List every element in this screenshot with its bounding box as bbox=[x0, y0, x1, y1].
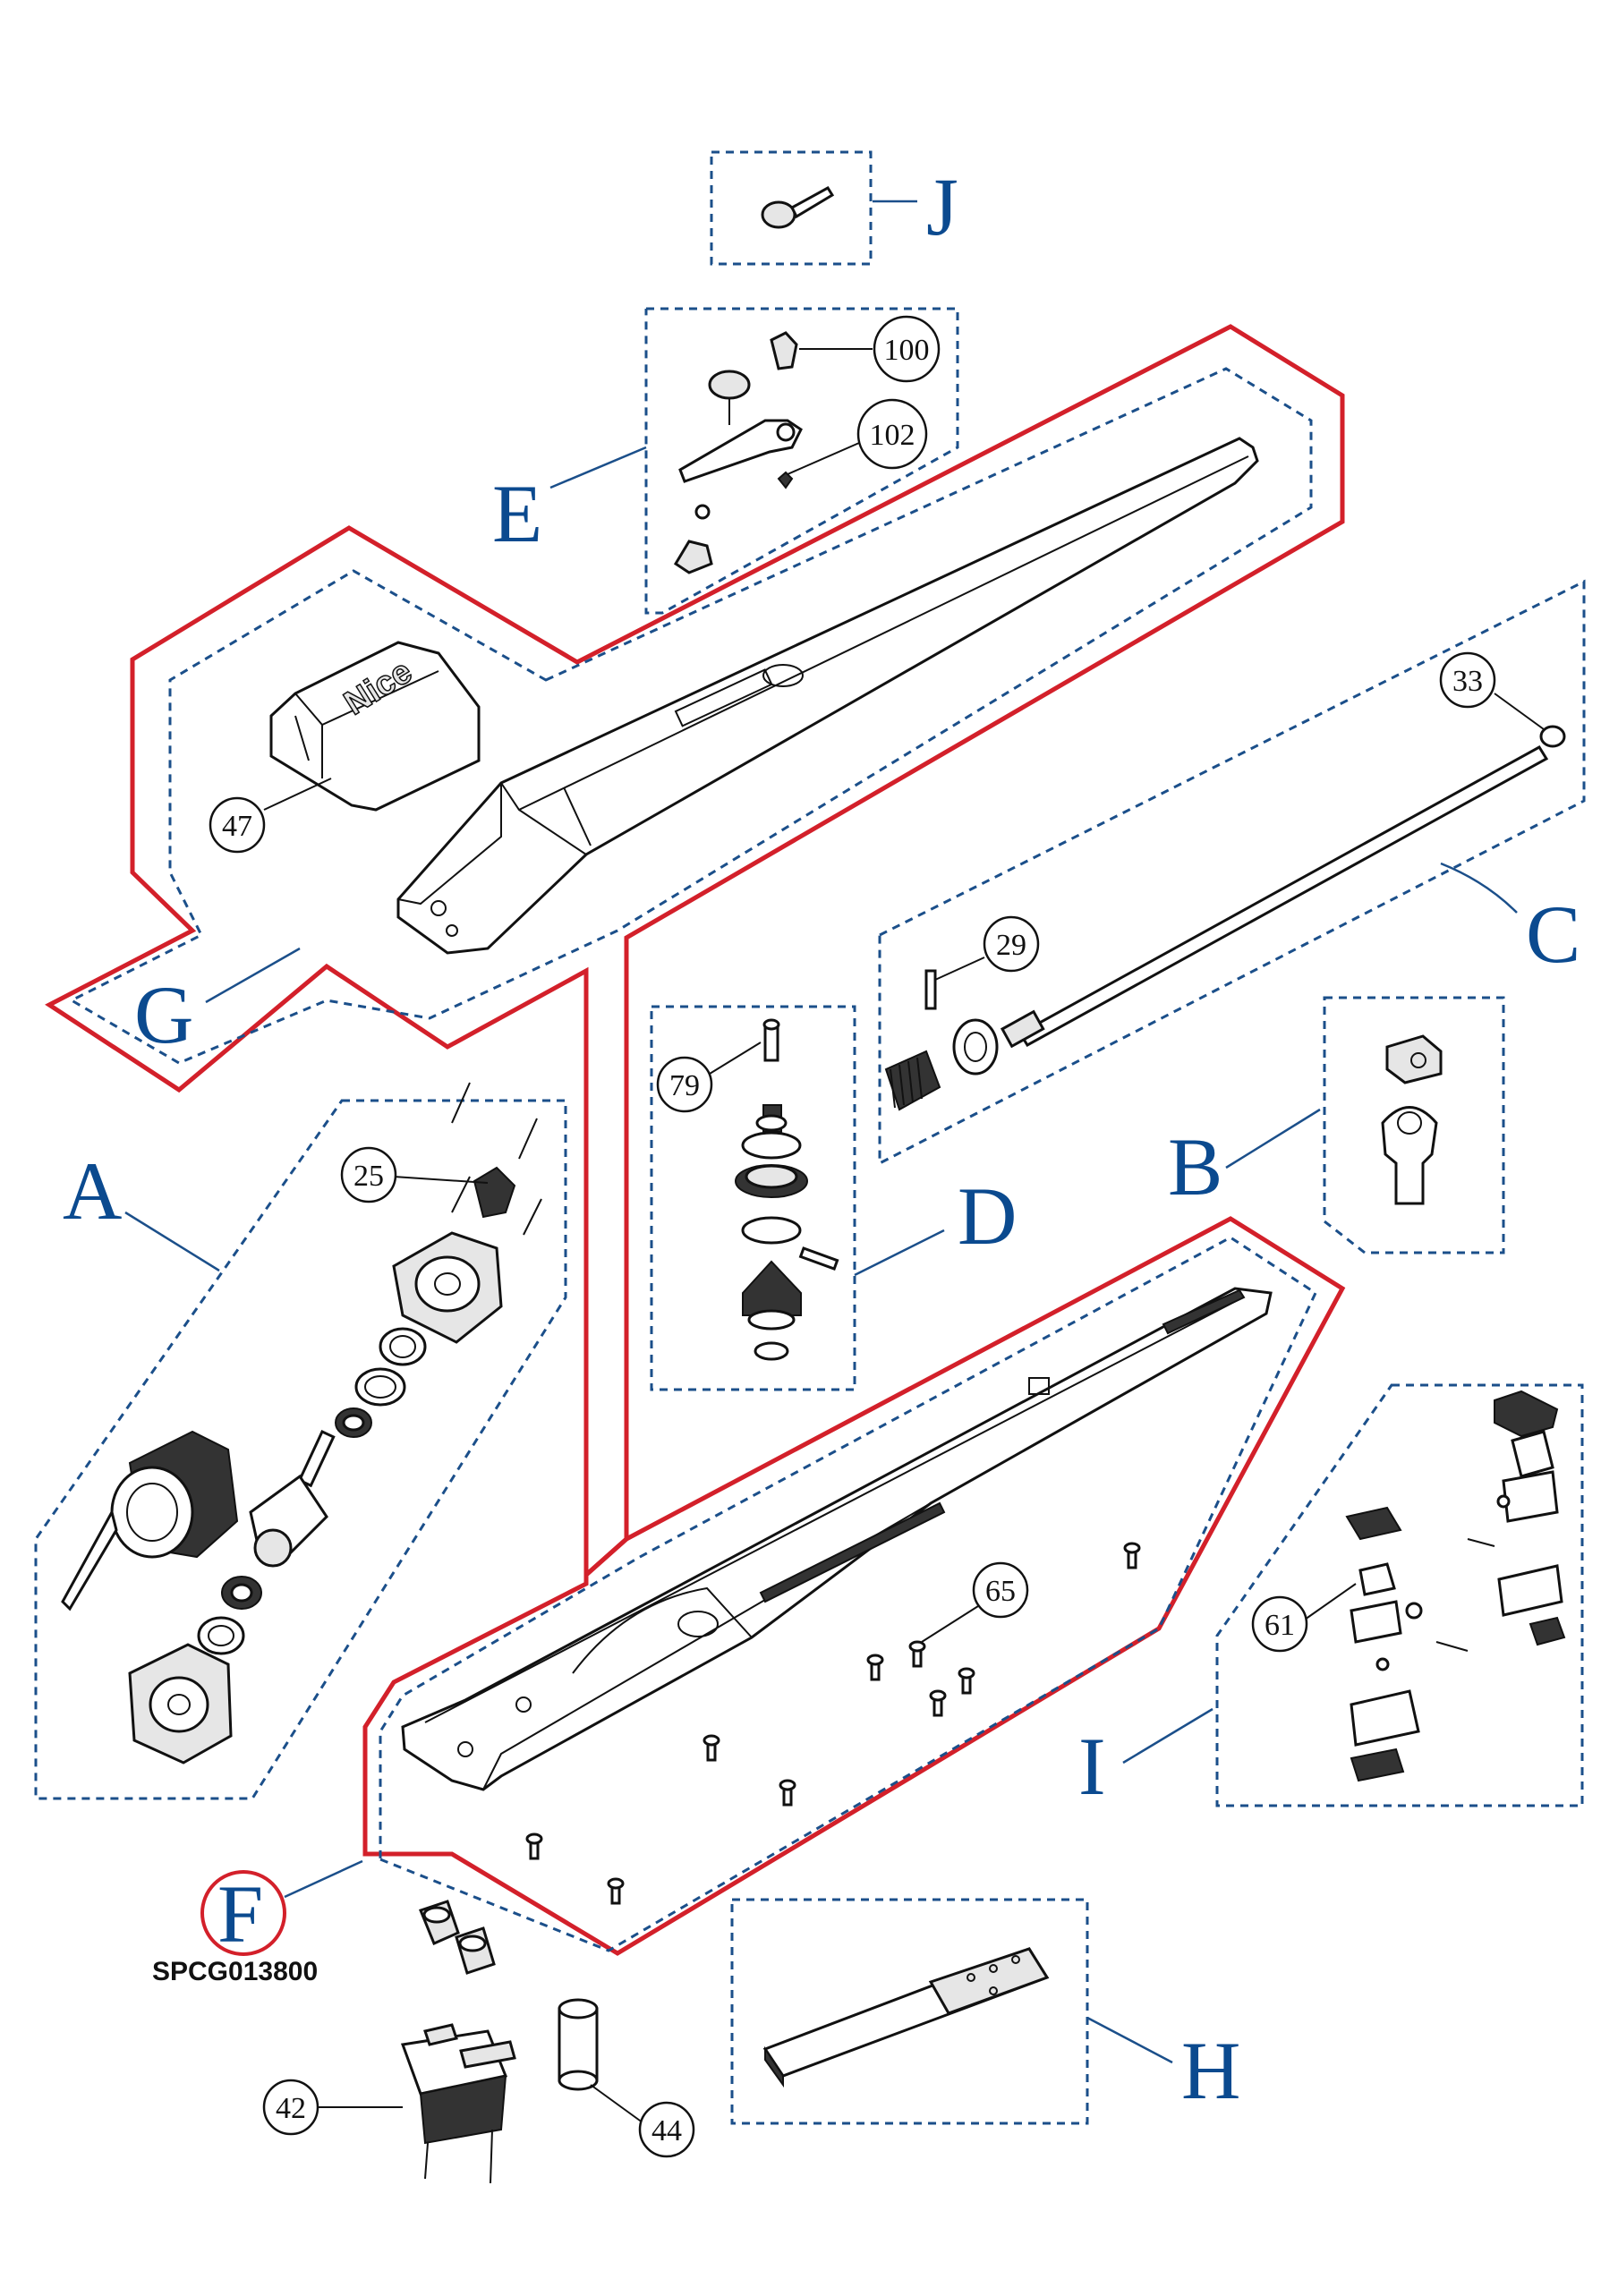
leader-c bbox=[1440, 862, 1518, 914]
leader-b bbox=[1225, 1108, 1321, 1169]
box-c bbox=[878, 579, 1586, 1166]
box-i bbox=[1215, 1383, 1584, 1807]
svg-text:100: 100 bbox=[884, 334, 930, 367]
callout-102: 102 bbox=[787, 398, 928, 475]
group-label-b: B bbox=[1168, 1121, 1222, 1212]
group-label-j: J bbox=[926, 161, 958, 252]
group-label-e: E bbox=[492, 468, 542, 559]
terminal-block bbox=[400, 2023, 516, 2184]
box-d bbox=[650, 1005, 856, 1391]
svg-text:61: 61 bbox=[1265, 1609, 1295, 1642]
leader-d bbox=[854, 1229, 945, 1277]
group-label-i: I bbox=[1078, 1721, 1106, 1812]
leader-g bbox=[205, 947, 301, 1004]
group-label-h: H bbox=[1181, 2025, 1240, 2116]
svg-text:44: 44 bbox=[651, 2114, 682, 2147]
svg-text:33: 33 bbox=[1452, 665, 1483, 698]
red-outline-f-base bbox=[362, 1216, 1346, 1956]
callout-44: 44 bbox=[590, 2084, 695, 2158]
screw-shaft bbox=[884, 725, 1566, 1111]
callout-100: 100 bbox=[799, 315, 941, 383]
release-lever-parts bbox=[673, 331, 803, 574]
red-outline-g-housing bbox=[45, 324, 1345, 1580]
svg-text:102: 102 bbox=[870, 419, 915, 452]
lower-housing bbox=[401, 1287, 1273, 1791]
arm-cover-housing bbox=[396, 437, 1259, 955]
callout-29: 29 bbox=[934, 915, 1040, 981]
svg-text:29: 29 bbox=[996, 929, 1026, 962]
callout-47: 47 bbox=[209, 778, 332, 854]
cable-glands bbox=[419, 1900, 496, 1975]
callout-79: 79 bbox=[656, 1042, 762, 1113]
box-f bbox=[379, 1236, 1317, 1952]
group-label-g: G bbox=[134, 969, 193, 1060]
box-g bbox=[68, 367, 1313, 1065]
svg-text:47: 47 bbox=[222, 810, 252, 843]
svg-text:65: 65 bbox=[985, 1575, 1016, 1608]
box-b bbox=[1323, 996, 1505, 1254]
gear-stack bbox=[735, 1018, 839, 1361]
group-label-a: A bbox=[63, 1145, 122, 1237]
leader-e bbox=[549, 446, 647, 489]
callout-33: 33 bbox=[1439, 651, 1545, 730]
leader-i bbox=[1122, 1707, 1214, 1765]
group-label-c: C bbox=[1526, 889, 1580, 980]
release-key-parts bbox=[1381, 1034, 1443, 1205]
capacitor bbox=[558, 1998, 599, 2091]
housing-screws bbox=[525, 1542, 1141, 1905]
group-label-d: D bbox=[958, 1170, 1017, 1262]
motor-assembly bbox=[61, 1082, 542, 1765]
leader-a bbox=[124, 1211, 220, 1272]
svg-text:25: 25 bbox=[353, 1160, 384, 1193]
motor-cover: Nice bbox=[269, 641, 481, 812]
box-j bbox=[710, 150, 873, 266]
callout-42: 42 bbox=[262, 2079, 403, 2136]
group-label-f: F bbox=[217, 1868, 263, 1960]
part-code: SPCG013800 bbox=[152, 1957, 318, 1986]
callout-25: 25 bbox=[340, 1146, 489, 1203]
leader-f bbox=[284, 1859, 363, 1899]
svg-text:42: 42 bbox=[276, 2092, 306, 2125]
key-icon bbox=[761, 186, 835, 229]
box-h bbox=[730, 1898, 1089, 2125]
svg-text:79: 79 bbox=[669, 1069, 700, 1102]
leader-h bbox=[1086, 2016, 1173, 2064]
callout-65: 65 bbox=[921, 1561, 1029, 1643]
callout-61: 61 bbox=[1251, 1583, 1357, 1653]
box-e bbox=[644, 307, 959, 615]
limit-switch-parts bbox=[1345, 1390, 1566, 1782]
support-bracket bbox=[762, 1947, 1050, 2088]
f-highlight-circle bbox=[200, 1870, 286, 1956]
